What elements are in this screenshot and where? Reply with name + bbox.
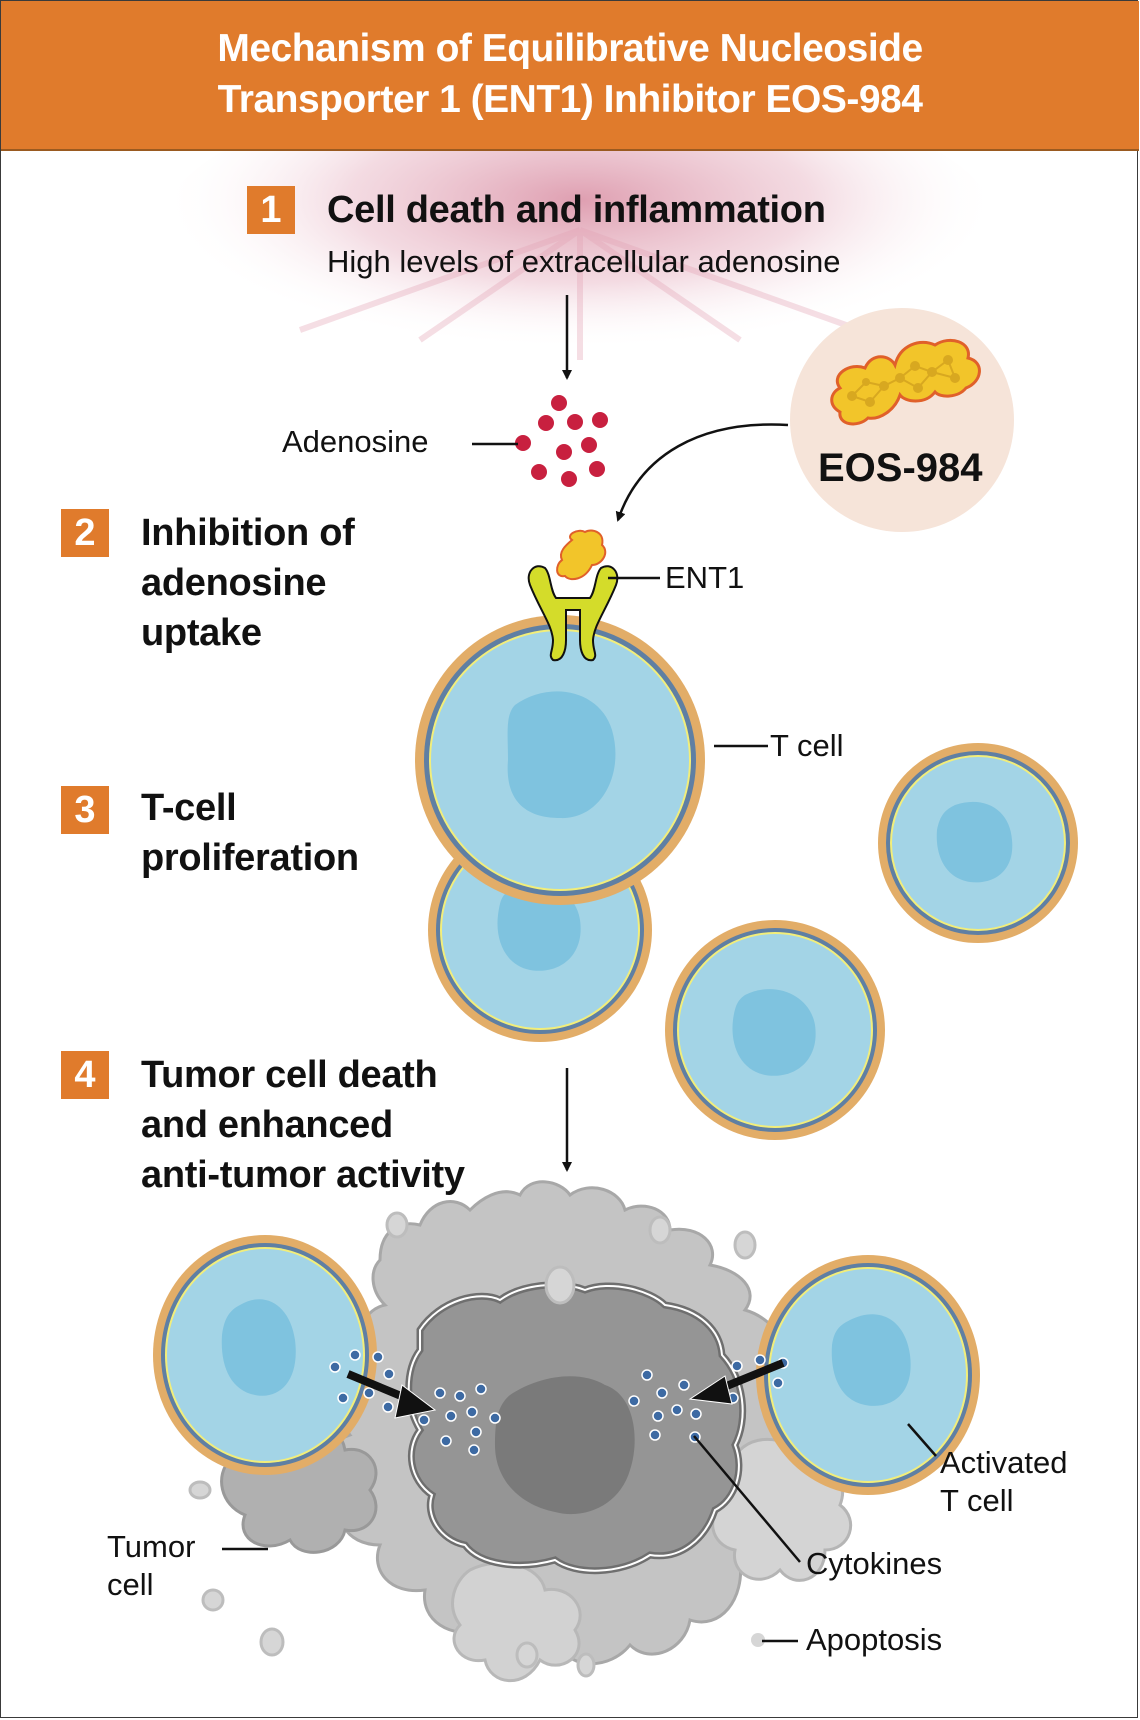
tumor-cell-label-line: Tumor xyxy=(107,1529,196,1564)
ent1-transporter-icon xyxy=(527,529,619,662)
t-cell-main xyxy=(415,615,705,905)
step-4-title-line: anti-tumor activity xyxy=(141,1154,465,1196)
activated-t-cell-label-line: T cell xyxy=(940,1483,1014,1518)
t-cell-label: T cell xyxy=(770,728,844,763)
step-3-title: T-cell proliferation xyxy=(141,783,359,883)
activated-t-cell-label-line: Activated xyxy=(940,1445,1068,1480)
step-4-title-line: and enhanced xyxy=(141,1104,393,1146)
step-2-title-line: uptake xyxy=(141,612,262,654)
inflammation-spikes xyxy=(298,227,862,360)
step-3-badge: 3 xyxy=(61,786,109,834)
step-4-title: Tumor cell death and enhanced anti-tumor… xyxy=(141,1050,465,1200)
step-4-badge: 4 xyxy=(61,1051,109,1099)
activated-t-cell-label: Activated T cell xyxy=(940,1444,1068,1520)
step-4-title-line: Tumor cell death xyxy=(141,1054,438,1096)
step-3-title-line: proliferation xyxy=(141,837,359,879)
ent1-label: ENT1 xyxy=(665,560,745,595)
step-1-subtitle: High levels of extracellular adenosine xyxy=(327,244,841,279)
page-title: Mechanism of Equilibrative Nucleoside Tr… xyxy=(1,23,1139,125)
step-3-title-line: T-cell xyxy=(141,787,237,829)
step-2-title-line: Inhibition of xyxy=(141,512,355,554)
title-line-1: Mechanism of Equilibrative Nucleoside xyxy=(217,27,923,70)
cytokine-release-arrows xyxy=(346,1359,785,1419)
cytokines-label: Cytokines xyxy=(806,1546,943,1581)
tumor-cell-label: Tumor cell xyxy=(107,1528,195,1604)
step-1-title: Cell death and inflammation xyxy=(327,189,826,231)
step-1-badge: 1 xyxy=(247,186,295,234)
drug-arrow-icon xyxy=(615,423,789,522)
drug-label: EOS-984 xyxy=(818,446,983,490)
activated-t-cell-left xyxy=(153,1235,377,1475)
activated-t-cell-right xyxy=(756,1255,980,1495)
title-line-2: Transporter 1 (ENT1) Inhibitor EOS-984 xyxy=(217,78,923,121)
title-banner: Mechanism of Equilibrative Nucleoside Tr… xyxy=(1,1,1139,151)
t-cell-proliferated-3 xyxy=(665,920,885,1140)
inflammation-glow xyxy=(160,80,1000,380)
drug-circle xyxy=(790,308,1014,532)
apoptosis-key-icon xyxy=(751,1633,765,1647)
eos-984-molecule-icon xyxy=(830,339,981,426)
apoptotic-bodies xyxy=(188,1211,894,1678)
adenosine-molecules xyxy=(515,395,608,487)
tumor-cell-label-line: cell xyxy=(107,1567,154,1602)
t-cell-proliferated-2 xyxy=(878,743,1078,943)
apoptosis-label: Apoptosis xyxy=(806,1622,943,1657)
adenosine-label: Adenosine xyxy=(282,424,429,459)
tumor-cell xyxy=(220,1180,853,1683)
step-2-title: Inhibition of adenosine uptake xyxy=(141,508,355,658)
step-2-badge: 2 xyxy=(61,509,109,557)
activated-t-cell-leader-line xyxy=(907,1423,937,1457)
step-2-title-line: adenosine xyxy=(141,562,327,604)
cytokines-leader-line xyxy=(693,1435,801,1563)
